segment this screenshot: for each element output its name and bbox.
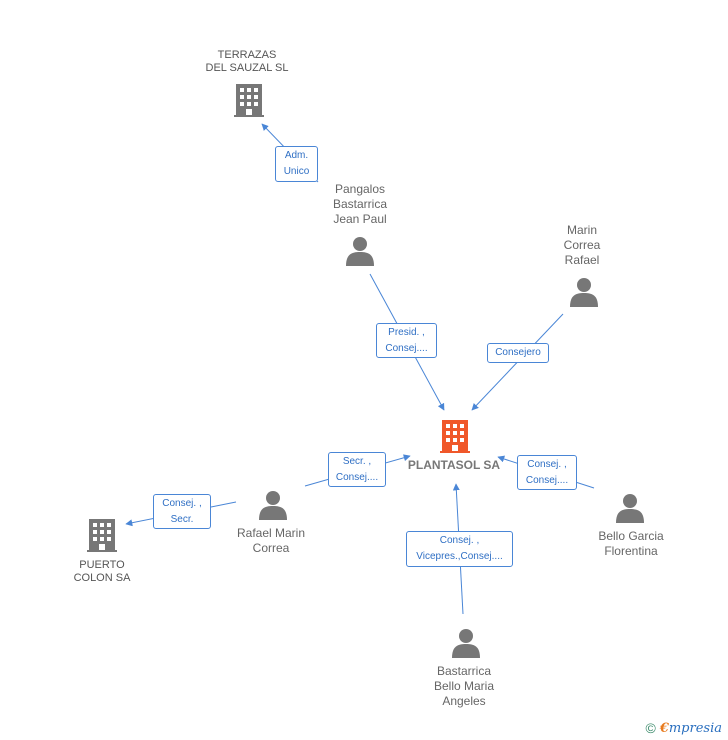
edge-label-bastarrica-plantasol[interactable]: Consej. , Vicepres.,Consej....	[406, 531, 513, 567]
node-label-rafael[interactable]: Rafael Marin Correa	[236, 526, 306, 555]
footer-branding: © €mpresia	[645, 720, 722, 736]
person-icon[interactable]	[259, 491, 287, 520]
edge-label-pangalos-terrazas[interactable]: Adm. Unico	[275, 146, 318, 182]
copyright-icon: ©	[645, 720, 656, 736]
building-icon[interactable]	[87, 519, 117, 552]
node-label-puerto[interactable]: PUERTO COLON SA	[73, 559, 131, 584]
node-label-bello[interactable]: Bello Garcia Florentina	[598, 529, 664, 558]
node-label-marin[interactable]: Marin Correa Rafael	[563, 223, 601, 267]
person-icon[interactable]	[570, 278, 598, 307]
node-label-terrazas[interactable]: TERRAZAS DEL SAUZAL SL	[205, 49, 289, 74]
node-label-bastarrica[interactable]: Bastarrica Bello Maria Angeles	[433, 664, 495, 708]
edge-label-pangalos-plantasol[interactable]: Presid. , Consej....	[376, 323, 437, 358]
person-icon[interactable]	[346, 237, 374, 266]
person-icon[interactable]	[616, 494, 644, 523]
edge-label-marin-plantasol[interactable]: Consejero	[487, 343, 549, 363]
person-icon[interactable]	[452, 629, 480, 658]
edge-label-bello-plantasol[interactable]: Consej. , Consej....	[517, 455, 577, 490]
edge-label-rafael-plantasol[interactable]: Secr. , Consej....	[328, 452, 386, 487]
building-icon[interactable]	[440, 420, 470, 453]
node-label-pangalos[interactable]: Pangalos Bastarrica Jean Paul	[332, 182, 388, 226]
edge-label-rafael-puerto[interactable]: Consej. , Secr.	[153, 494, 211, 529]
node-label-plantasol[interactable]: PLANTASOL SA	[407, 458, 501, 472]
empresia-logo[interactable]: €mpresia	[659, 720, 722, 736]
building-icon[interactable]	[234, 84, 264, 117]
